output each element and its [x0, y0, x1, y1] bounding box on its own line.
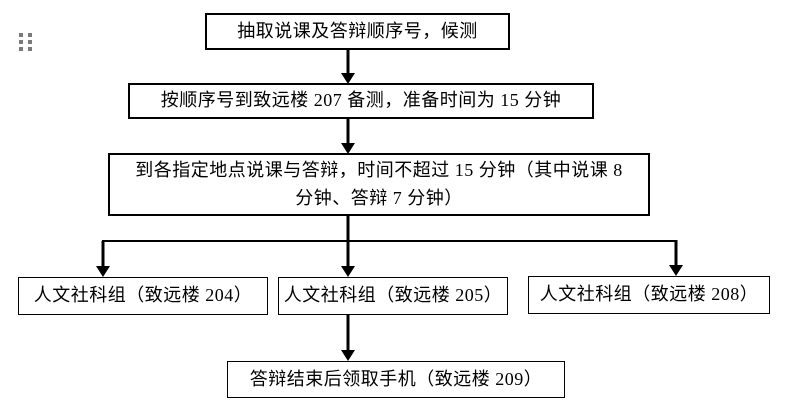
arrow-n3-to-n5 — [341, 216, 355, 277]
node-group-room-204: 人文社科组（致远楼 204） — [18, 277, 268, 315]
arrow-n1-to-n2 — [341, 50, 355, 84]
node-collect-phone-room-209: 答辩结束后领取手机（致远楼 209） — [227, 361, 565, 398]
node-draw-order-number: 抽取说课及答辩顺序号，候测 — [205, 13, 510, 50]
drag-handle-icon[interactable] — [19, 33, 32, 53]
drag-handle-dot — [28, 33, 32, 37]
node-group-room-208: 人文社科组（致远楼 208） — [528, 276, 770, 314]
drag-handle-dot — [28, 47, 32, 51]
arrow-n2-to-n3 — [341, 119, 355, 154]
arrow-n3-to-n6 — [669, 240, 683, 276]
drag-handle-dot — [19, 33, 23, 37]
arrow-n3-to-n4 — [96, 241, 110, 277]
node-group-room-205: 人文社科组（致远楼 205） — [278, 277, 508, 315]
drag-handle-dot — [28, 40, 32, 44]
arrow-n5-to-n7 — [341, 315, 355, 361]
node-presentation-and-defense: 到各指定地点说课与答辩，时间不超过 15 分钟（其中说课 8 分钟、答辩 7 分… — [108, 153, 650, 216]
drag-handle-dot — [19, 47, 23, 51]
node-prepare-room-207: 按顺序号到致远楼 207 备测，准备时间为 15 分钟 — [128, 83, 594, 119]
drag-handle-dot — [19, 40, 23, 44]
branch-line — [102, 240, 677, 242]
